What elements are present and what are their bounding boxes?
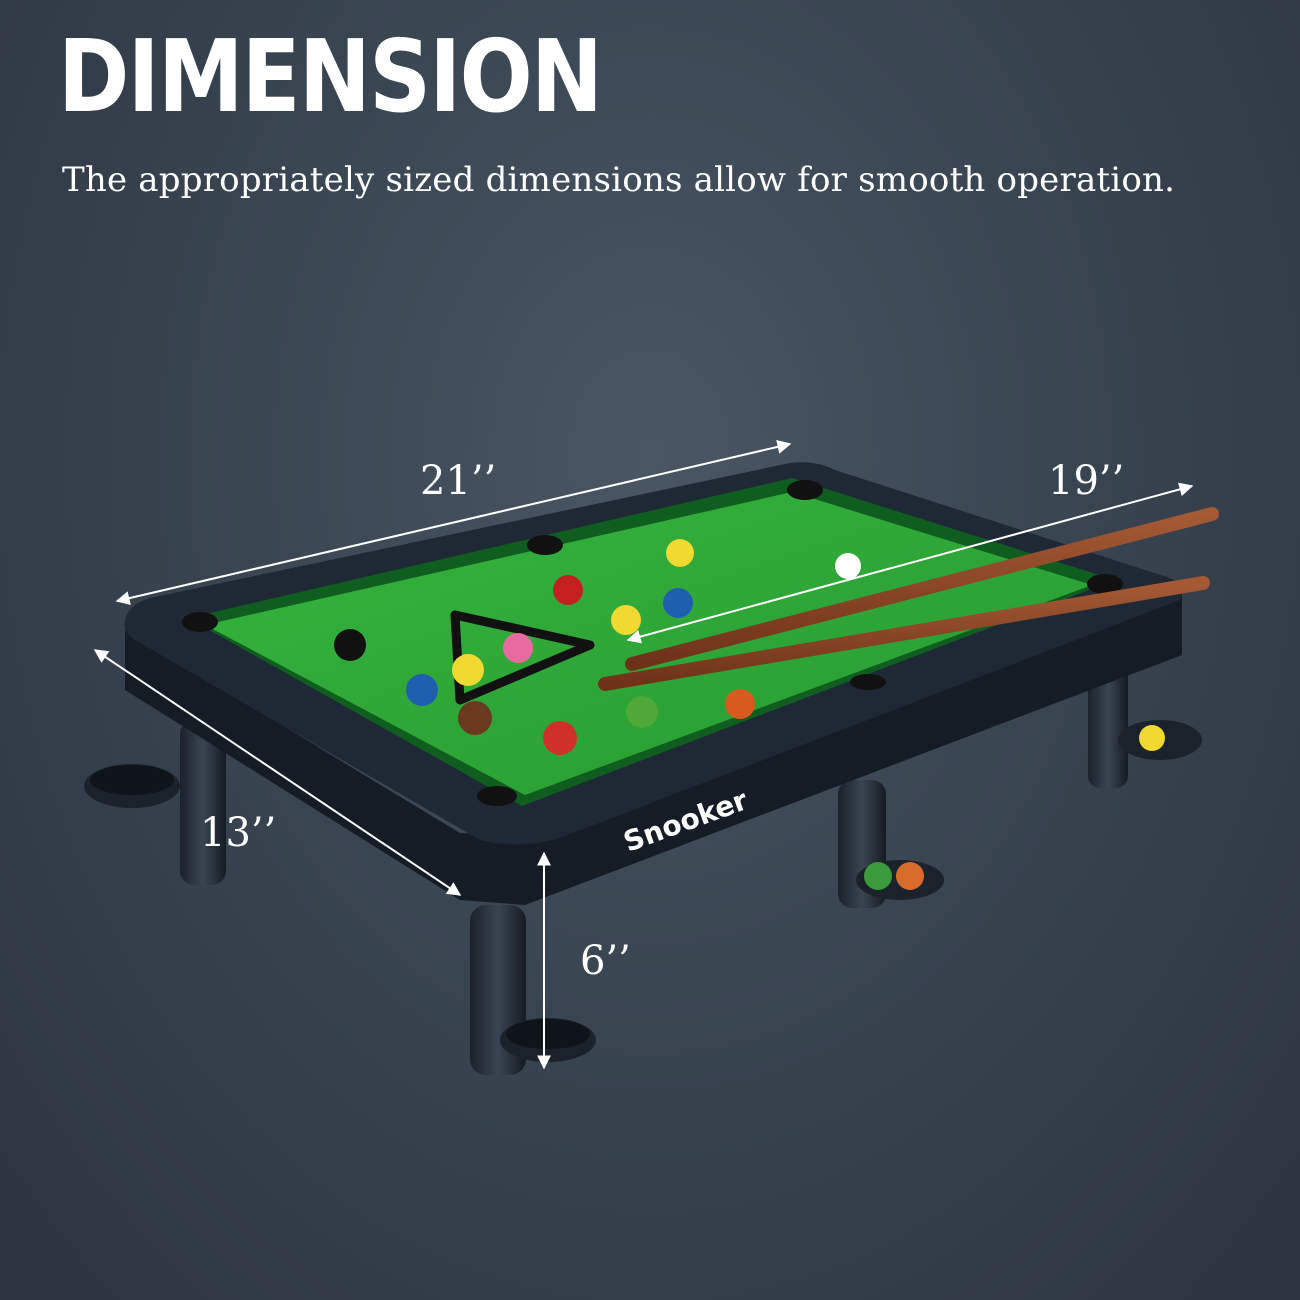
length-dimension-label: 21’’ (420, 458, 497, 504)
width-dimension-label: 13’’ (200, 810, 277, 856)
height-dimension-label: 6’’ (580, 938, 631, 984)
cue-length-dimension-label: 19’’ (1048, 458, 1125, 504)
page-title: DIMENSION (58, 18, 603, 135)
page-subtitle: The appropriately sized dimensions allow… (62, 160, 1176, 200)
dimension-arrows (93, 440, 1194, 1070)
